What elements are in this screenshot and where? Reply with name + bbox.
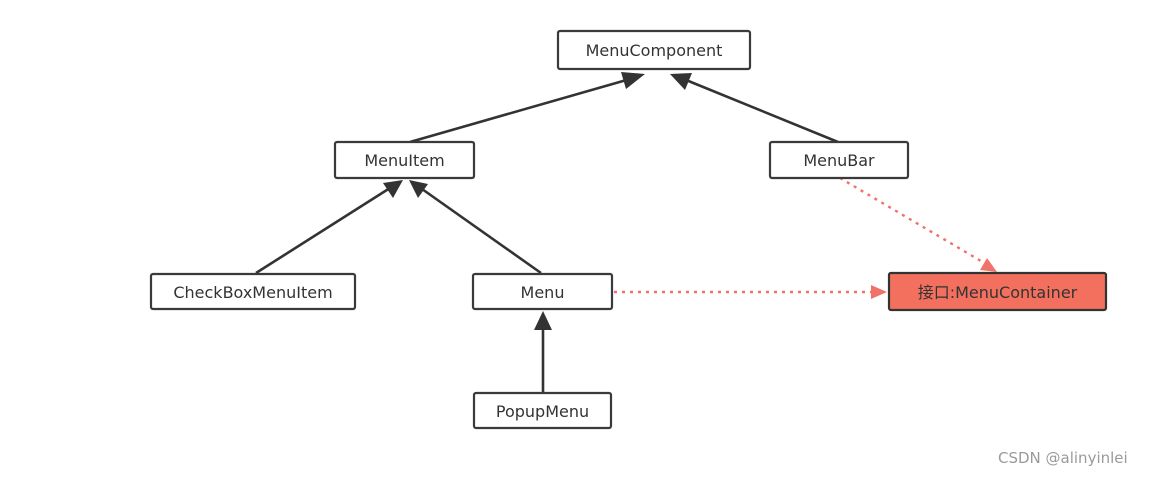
node-menuitem: MenuItem — [333, 140, 476, 180]
node-menu-label: Menu — [521, 283, 565, 302]
arrowhead-menuitem-to-menucomponent — [621, 72, 645, 89]
node-menubar: MenuBar — [768, 140, 910, 180]
arrowhead-menubar-to-menucomponent — [670, 73, 692, 90]
node-popupmenu-label: PopupMenu — [496, 402, 589, 421]
node-menucomponent-label: MenuComponent — [586, 41, 723, 60]
arrowhead-checkbox-to-menuitem — [383, 180, 403, 198]
node-menu: Menu — [471, 272, 614, 311]
node-menubar-label: MenuBar — [803, 151, 875, 170]
edge-checkbox-to-menuitem — [255, 186, 391, 275]
arrowhead-menu-to-menucontainer — [871, 285, 887, 299]
node-menuitem-label: MenuItem — [364, 151, 444, 170]
node-checkboxmenuitem: CheckBoxMenuItem — [149, 272, 357, 311]
node-checkboxmenuitem-label: CheckBoxMenuItem — [173, 283, 332, 302]
node-popupmenu: PopupMenu — [472, 391, 613, 430]
watermark-text: CSDN @alinyinlei — [998, 449, 1128, 467]
edge-menuitem-to-menucomponent — [409, 77, 631, 144]
inheritance-edges — [255, 72, 839, 393]
node-menucomponent: MenuComponent — [556, 29, 752, 71]
arrowhead-menu-to-menuitem — [409, 180, 428, 198]
realization-edges — [614, 176, 997, 299]
node-menucontainer-label: 接口:MenuContainer — [918, 283, 1078, 302]
edge-menu-to-menuitem — [421, 187, 542, 275]
edge-menubar-to-menucontainer — [839, 176, 987, 266]
arrowhead-menubar-to-menucontainer — [980, 258, 997, 272]
edge-menubar-to-menucomponent — [685, 78, 839, 144]
node-menucontainer-interface: 接口:MenuContainer — [887, 271, 1108, 312]
arrowhead-popupmenu-to-menu — [534, 311, 552, 330]
